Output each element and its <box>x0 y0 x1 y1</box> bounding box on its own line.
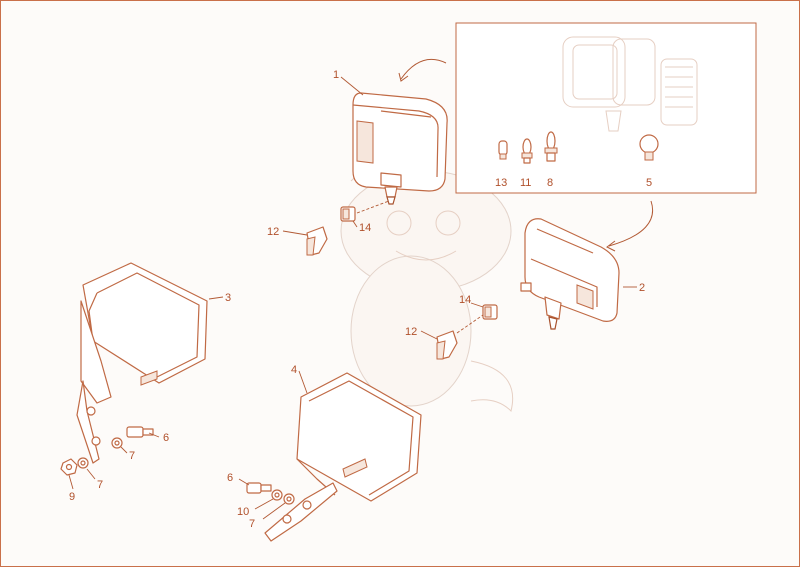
leader-7-bottom <box>262 502 286 520</box>
leader-dash-2 <box>456 314 484 334</box>
callout-3: 3 <box>225 292 231 304</box>
washer-7-bottom-icon <box>283 493 295 505</box>
leader-dash-1 <box>356 200 390 214</box>
inset-lamp-housing-icon <box>562 36 698 132</box>
callout-10: 10 <box>237 506 249 518</box>
leader-12-upper <box>282 230 308 236</box>
bolt-6-bottom-icon <box>246 482 272 494</box>
callout-5: 5 <box>646 177 652 189</box>
washer-7-left-bottom-icon <box>77 457 89 469</box>
work-lamp-2-icon <box>520 218 620 330</box>
callout-12-upper: 12 <box>267 226 279 238</box>
leader-9 <box>68 474 74 490</box>
callout-7-left-bottom: 7 <box>97 479 103 491</box>
leader-12-lower <box>420 330 438 340</box>
connector-12-upper-icon <box>306 226 328 256</box>
arrow-to-lamp-2 <box>608 200 653 247</box>
leader-4 <box>298 370 308 394</box>
lamp-guard-3-icon <box>76 262 208 464</box>
bulb-5-icon <box>639 134 659 161</box>
connector-14-lower-icon <box>482 304 498 320</box>
leader-7-left-top <box>120 446 128 454</box>
callout-14-upper: 14 <box>359 222 371 234</box>
callout-9: 9 <box>69 491 75 503</box>
bulb-8-icon <box>544 131 558 162</box>
lamp-guard-4-icon <box>264 372 422 542</box>
leader-14-upper <box>352 220 358 228</box>
callout-14-lower: 14 <box>459 294 471 306</box>
arrow-to-lamp-1 <box>400 59 447 80</box>
leader-6-left <box>148 432 160 438</box>
callout-6-left: 6 <box>163 432 169 444</box>
connector-14-upper-icon <box>340 206 356 222</box>
callout-1: 1 <box>333 69 339 81</box>
callout-4: 4 <box>291 364 297 376</box>
callout-6-bottom: 6 <box>227 472 233 484</box>
leader-7-left-bottom <box>86 468 96 480</box>
callout-8: 8 <box>547 177 553 189</box>
bulb-13-icon <box>498 140 508 160</box>
bolt-6-left-icon <box>126 426 154 438</box>
callout-7-bottom: 7 <box>249 518 255 530</box>
washer-10-icon <box>271 489 283 501</box>
callout-13: 13 <box>495 177 507 189</box>
washer-7-left-top-icon <box>111 437 123 449</box>
callout-11: 11 <box>520 177 531 189</box>
leader-14-lower <box>470 302 484 308</box>
work-lamp-1-icon <box>352 92 448 205</box>
leader-6-bottom <box>238 478 250 486</box>
inset-detail-box: 13 11 8 5 <box>455 22 757 194</box>
nut-9-icon <box>60 458 78 476</box>
watermark-mascot <box>340 169 514 412</box>
leader-3 <box>208 296 224 300</box>
arrowhead-2 <box>606 240 616 252</box>
callout-7-left-top: 7 <box>129 450 135 462</box>
leader-10 <box>254 498 274 510</box>
connector-12-lower-icon <box>436 330 458 360</box>
callout-2: 2 <box>639 282 645 294</box>
bulb-11-icon <box>521 138 533 164</box>
callout-12-lower: 12 <box>405 326 417 338</box>
leader-1 <box>340 76 364 96</box>
arrowhead-1 <box>398 72 409 82</box>
